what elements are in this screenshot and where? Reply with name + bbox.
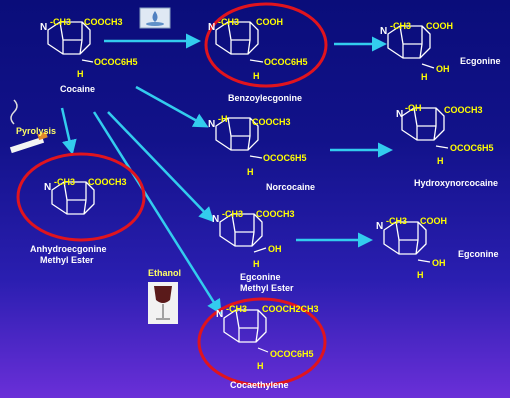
benzoylecgonine-top-group: COOH (256, 17, 283, 27)
cigarette-icon (9, 99, 48, 154)
ecgonine-bottom-n: N (376, 221, 384, 232)
benzoylecgonine-n-group: -CH3 (218, 17, 240, 27)
egme-name-line1: Egconine (240, 272, 281, 282)
ecgonine-bottom-name: Egconine (458, 249, 499, 259)
egme-n: N (212, 214, 220, 225)
norcocaine-top-group: COOCH3 (252, 117, 291, 127)
arrow-cocaine-to-cocaethylene (92, 111, 222, 315)
cocaine-n: N (40, 22, 48, 33)
anhydroecgonine-name-line2: Methyl Ester (40, 255, 94, 265)
cocaine-h: H (77, 69, 84, 79)
wine-glass-icon (148, 282, 178, 324)
structure-cocaethylene (223, 309, 267, 343)
highlight-ring-benzoylecgonine (204, 2, 328, 88)
egme-top-group: COOCH3 (256, 209, 295, 219)
cocaethylene-side-group: OCOC6H5 (270, 349, 314, 359)
norcocaine-name: Norcocaine (266, 182, 316, 192)
highlight-ring-anhydroecgonine (16, 152, 146, 242)
norcocaine-side-group: OCOC6H5 (263, 153, 307, 163)
benzoylecgonine-side-group: OCOC6H5 (264, 57, 308, 67)
ecgonine-top-n: N (380, 26, 388, 37)
hydroxynorcocaine-h: H (437, 156, 444, 166)
hydroxynorcocaine-top-group: COOCH3 (444, 105, 483, 115)
norcocaine-n: N (208, 119, 216, 130)
benzoylecgonine-h: H (253, 71, 260, 81)
hydroxynorcocaine-name: Hydroxynorcocaine (414, 178, 499, 188)
egme-h: H (253, 259, 260, 269)
water-drop-icon (139, 7, 171, 29)
benzoylecgonine-n: N (208, 22, 216, 33)
egme-side-group: OH (268, 244, 282, 254)
cocaine-name: Cocaine (60, 84, 96, 94)
arrow-cocaine-to-egme (107, 111, 215, 223)
hydroxynorcocaine-n-group: -OH (405, 103, 422, 113)
cocaethylene-n-group: -CH3 (226, 304, 248, 314)
ecgonine-bottom-n-group: -CH3 (386, 216, 408, 226)
hydroxynorcocaine-n: N (396, 109, 404, 120)
cocaethylene-h: H (257, 361, 264, 371)
side-bonds (81, 59, 449, 353)
ecgonine-top-h: H (421, 72, 428, 82)
anhydroecgonine-name-line1: Anhydroecgonine (30, 244, 107, 254)
arrow-cocaine-to-anhydroecgonine (60, 107, 77, 155)
cocaine-n-group: -CH3 (50, 17, 72, 27)
cocaethylene-n: N (216, 309, 224, 320)
arrow-cocaine-to-norcocaine (135, 85, 209, 128)
anhydroecgonine-n-group: -CH3 (54, 177, 76, 187)
norcocaine-n-group: -H (218, 114, 228, 124)
ecgonine-bottom-h: H (417, 270, 424, 280)
anhydroecgonine-n: N (44, 182, 52, 193)
ecgonine-top-name: Ecgonine (460, 56, 501, 66)
ethanol-label: Ethanol (148, 268, 181, 278)
structure-ecgonine-bottom (383, 221, 427, 255)
ecgonine-top-side-group: OH (436, 64, 450, 74)
pyrolysis-label: Pyrolysis (16, 126, 57, 136)
ecgonine-top-n-group: -CH3 (390, 21, 412, 31)
norcocaine-h: H (247, 167, 254, 177)
cocaethylene-name: Cocaethylene (230, 380, 289, 390)
egme-n-group: -CH3 (222, 209, 244, 219)
ecgonine-top-top-group: COOH (426, 21, 453, 31)
ecgonine-bottom-top-group: COOH (420, 216, 447, 226)
benzoylecgonine-name: Benzoylecgonine (228, 93, 303, 103)
egme-name-line2: Methyl Ester (240, 283, 294, 293)
ecgonine-bottom-side-group: OH (432, 258, 446, 268)
highlight-ring-cocaethylene (197, 297, 327, 387)
cocaine-top-group: COOCH3 (84, 17, 123, 27)
cocaine-side-group: OCOC6H5 (94, 57, 138, 67)
hydroxynorcocaine-side-group: OCOC6H5 (450, 143, 494, 153)
anhydroecgonine-top-group: COOCH3 (88, 177, 127, 187)
cocaethylene-top-group: COOCH2CH3 (262, 304, 319, 314)
